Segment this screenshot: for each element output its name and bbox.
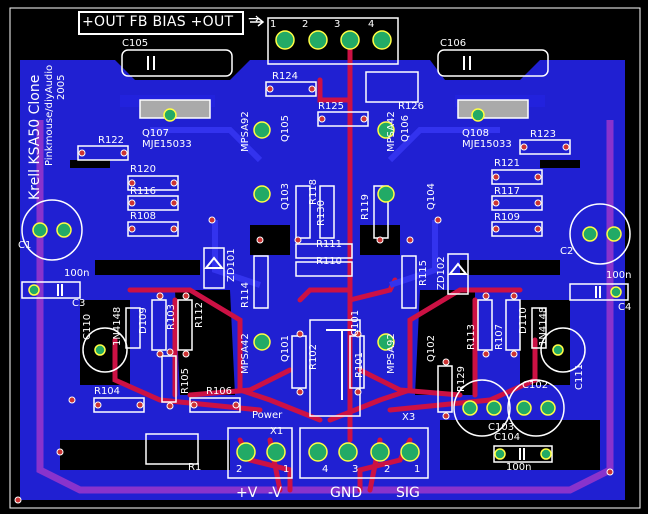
ref-r101: R101 xyxy=(354,351,365,378)
ref-mpsa92: MPSA92 xyxy=(240,111,251,152)
ref-r113: R113 xyxy=(466,323,477,350)
ref-q106: Q106 xyxy=(400,115,411,142)
ref-r111: R111 xyxy=(316,239,343,250)
ref-r115: R115 xyxy=(418,259,429,286)
ref-r102: R102 xyxy=(308,343,319,370)
title-text: +OUT FB BIAS +OUT xyxy=(82,14,234,30)
ref-zd101: ZD101 xyxy=(226,248,237,282)
ref-r123: R123 xyxy=(530,129,557,140)
ref-zd102: ZD102 xyxy=(436,256,447,290)
silkscreen xyxy=(21,17,631,479)
ref-r122: R122 xyxy=(98,135,125,146)
ref-r121: R121 xyxy=(494,158,521,169)
board-name: Krell KSA50 Clone xyxy=(27,74,43,200)
ref-mje15033: MJE15033 xyxy=(142,139,192,150)
label-minus-v: -V xyxy=(268,485,282,501)
ref-r107: R107 xyxy=(494,323,505,350)
bottom-traces xyxy=(150,127,500,288)
ref-c106: C106 xyxy=(440,38,467,49)
ref-r117: R117 xyxy=(494,186,521,197)
ref-100n-left: 100n xyxy=(64,268,90,279)
ref-r125: R125 xyxy=(318,101,345,112)
ref-c2: C2 xyxy=(560,246,574,257)
x1-pin-1: 1 xyxy=(283,464,290,475)
ref-q107: Q107 xyxy=(142,128,169,139)
ref-r112: R112 xyxy=(194,301,205,328)
ref-1n4148-left: 1N4148 xyxy=(112,306,123,346)
ref-r119: R119 xyxy=(360,193,371,220)
title-box xyxy=(78,11,244,35)
ref-d109: D109 xyxy=(138,307,149,334)
pin-number: 3 xyxy=(334,19,341,30)
ref-c110: C110 xyxy=(82,313,93,340)
pads xyxy=(28,30,622,462)
ref-100n-bottom: 100n xyxy=(506,462,532,473)
label-plus-v: +V xyxy=(236,485,258,501)
ref-r1: R1 xyxy=(188,462,202,473)
ref-100n-right: 100n xyxy=(606,270,632,281)
ref-c103: C103 xyxy=(488,422,515,433)
component-marks xyxy=(57,56,601,460)
ref-r120: R120 xyxy=(130,164,157,175)
outer-trace xyxy=(36,120,614,494)
ref-mje15033-right: MJE15033 xyxy=(462,139,512,150)
ref-r109: R109 xyxy=(494,212,521,223)
ref-r105: R105 xyxy=(180,367,191,394)
ref-c104: C104 xyxy=(494,432,521,443)
x3-pin-4: 4 xyxy=(322,464,329,475)
ref-q108: Q108 xyxy=(462,128,489,139)
ref-c111: C111 xyxy=(574,363,585,390)
ref-c4: C4 xyxy=(618,302,632,313)
ref-r116: R116 xyxy=(130,186,157,197)
x1-label: X1 xyxy=(270,426,284,437)
ref-q103: Q103 xyxy=(280,183,291,210)
ref-c101: C101 xyxy=(350,309,361,336)
label-gnd: GND xyxy=(330,485,363,501)
ref-mpsa42-bottom: MPSA42 xyxy=(240,333,251,374)
ref-q104: Q104 xyxy=(426,183,437,210)
pin-number: 1 xyxy=(270,19,277,30)
pin-number: 4 xyxy=(368,19,375,30)
x1-pin-2: 2 xyxy=(236,464,243,475)
ref-r104: R104 xyxy=(94,386,121,397)
vias xyxy=(14,85,614,504)
arrow-icon: → xyxy=(248,11,260,27)
ref-r114: R114 xyxy=(240,281,251,308)
ref-q102: Q102 xyxy=(426,335,437,362)
ref-c3: C3 xyxy=(72,298,86,309)
x3-pin-3: 3 xyxy=(352,464,359,475)
ref-1n4148-right: 1N4148 xyxy=(538,306,549,346)
label-sig: SIG xyxy=(396,485,420,501)
ref-c105: C105 xyxy=(122,38,149,49)
ref-r108: R108 xyxy=(130,211,157,222)
x3-pin-2: 2 xyxy=(384,464,391,475)
x3-pin-1: 1 xyxy=(414,464,421,475)
ref-c1: C1 xyxy=(18,240,32,251)
ref-q101: Q101 xyxy=(280,335,291,362)
ref-r130: R130 xyxy=(316,199,327,226)
year-label: 2005 xyxy=(56,74,67,100)
ref-c102: C102 xyxy=(522,380,549,391)
ref-r129: R129 xyxy=(456,365,467,392)
author-label: Pinkmouse/diyAudio xyxy=(44,64,55,166)
ref-d110: D110 xyxy=(518,307,529,334)
ref-r110: R110 xyxy=(316,256,343,267)
ref-r126: R126 xyxy=(398,101,425,112)
ref-mpsa92-bottom: MPSA92 xyxy=(386,333,397,374)
ref-q105: Q105 xyxy=(280,115,291,142)
ref-mpsa42: MPSA42 xyxy=(386,111,397,152)
ref-r106: R106 xyxy=(206,386,233,397)
pin-number: 2 xyxy=(302,19,309,30)
x3-label: X3 xyxy=(402,412,416,423)
board-outline xyxy=(9,7,641,509)
power-label: Power xyxy=(252,410,283,421)
ref-r103: R103 xyxy=(166,303,177,330)
ref-r124: R124 xyxy=(272,71,299,82)
pour-gaps xyxy=(60,160,600,470)
